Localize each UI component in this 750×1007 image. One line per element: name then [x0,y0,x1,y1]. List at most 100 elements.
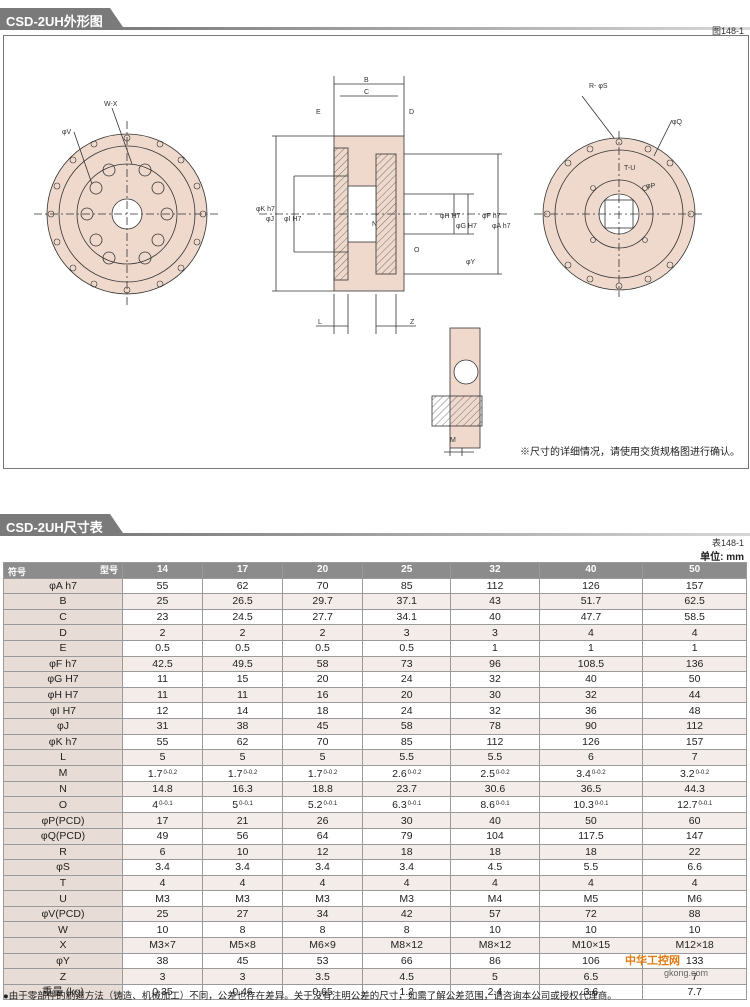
row-symbol: W [3,921,123,939]
table-cell: 25 [121,905,204,923]
cell-value: 1.2 [399,986,415,999]
cell-value: 23 [156,611,169,624]
row-symbol: φI H7 [3,702,123,719]
cell-value: 117.5 [578,830,604,843]
cell-value: 24.5 [232,611,253,624]
table-cell: 62 [202,577,284,595]
table-cell: 14 [202,702,284,719]
table-cell: 42.5 [121,655,204,673]
cell-value: 2 [239,626,246,639]
tolerance: 0-0.2 [163,769,178,776]
table-cell: 20 [282,671,364,688]
tolerance: 0-0.1 [159,801,173,808]
table-cell: 32 [450,702,540,719]
table-cell: 2 [121,624,204,641]
table-cell: 85 [362,577,452,595]
cell-value: 3 [239,970,246,983]
cell-value: 5 [319,751,326,764]
cell-value: 96 [489,657,501,670]
cell-value: 32 [585,689,597,702]
table-cell: 6 [121,843,204,861]
front-view-right [534,95,704,297]
row-symbol: T [3,874,123,892]
tolerance: 0-0.1 [323,801,338,808]
row-symbol: φA h7 [3,577,123,595]
section-header-dimensions: CSD-2UH尺寸表 [0,514,750,536]
cell-value: 1.7 [307,767,323,780]
table-cell: 43 [450,593,540,610]
cell-value: 0.65 [312,986,333,999]
cell-value: 3 [159,970,166,983]
table-cell: 4 [538,874,644,892]
cell-value: 8 [239,923,246,936]
table-cell: 23 [121,608,204,626]
cell-value: 40 [585,673,597,686]
table-cell: 49 [121,827,204,845]
cell-value: 1 [492,642,498,655]
tolerance: 0-0.2 [407,769,422,776]
row-symbol: N [3,780,123,798]
table-cell: 38 [202,717,284,735]
row-symbol: φJ [3,717,123,735]
table-cell: 4 [642,624,747,641]
cell-value: 4.5 [487,861,503,874]
table-cell: 1.2 [362,983,452,1001]
cell-value: 16 [316,689,329,702]
table-cell: 34.1 [362,608,452,626]
cell-value: 3.4 [576,767,591,780]
table-cell: 126 [538,577,644,595]
cell-value: 5.2 [307,799,323,812]
model-header: 50 [642,562,747,579]
cell-value: 64 [316,830,329,843]
cell-value: 18 [489,845,501,858]
table-cell: 12.70-0.1 [642,796,747,814]
table-cell: 15 [202,671,284,688]
cell-value: 15 [236,673,249,686]
label-p: φP [646,183,656,190]
cell-value: 3.4 [235,861,250,874]
cell-value: 4 [492,876,498,889]
cell-value: 10 [156,923,169,936]
tolerance: 0-0.1 [239,801,253,808]
table-cell: 0.5 [282,639,364,657]
tolerance: 0-0.2 [243,769,258,776]
table-cell: M12×18 [642,937,747,954]
table-cell: 0.46 [202,983,284,1001]
cell-value: 6.5 [583,970,599,983]
table-cell: 10 [450,921,540,939]
table-cell: 3.40-0.2 [538,764,644,782]
table-cell: 12 [121,702,204,719]
cell-value: 4 [691,876,698,889]
table-cell: 44.3 [642,780,747,798]
footnote: ●由于零部件的制造方法（铸造、机械加工）不同，公差也存在差异。关于没有注明公差的… [3,991,617,1002]
cell-value: 10 [489,923,501,936]
label-h: φH H7 [440,213,461,220]
cell-value: 70 [316,735,329,748]
cell-value: 31 [156,720,169,733]
table-cell: 78 [450,717,540,735]
cell-value: 106 [582,954,600,967]
cell-value: 30 [489,689,501,702]
section-tag: CSD-2UH尺寸表 [0,514,125,536]
table-cell: 36.5 [538,780,644,798]
cell-value: 34 [316,908,329,921]
cell-value: 6.3 [392,799,407,812]
cell-value: 10.3 [573,799,594,812]
cell-value: 70 [316,579,329,592]
cell-value: 4 [403,876,410,889]
table-cell: 3 [202,968,284,985]
cell-value: 2.6 [392,767,407,780]
table-cell: 79 [362,827,452,845]
label-k: φK h7 [256,206,275,213]
table-cell: 7.7 [642,983,747,1001]
cell-value: M10×15 [571,939,611,952]
cell-value: 58 [400,720,413,733]
cell-value: M3 [235,892,250,905]
table-cell: 3.6 [538,983,644,1001]
cell-value: 47.7 [580,611,602,624]
label-a: φA h7 [492,223,511,230]
